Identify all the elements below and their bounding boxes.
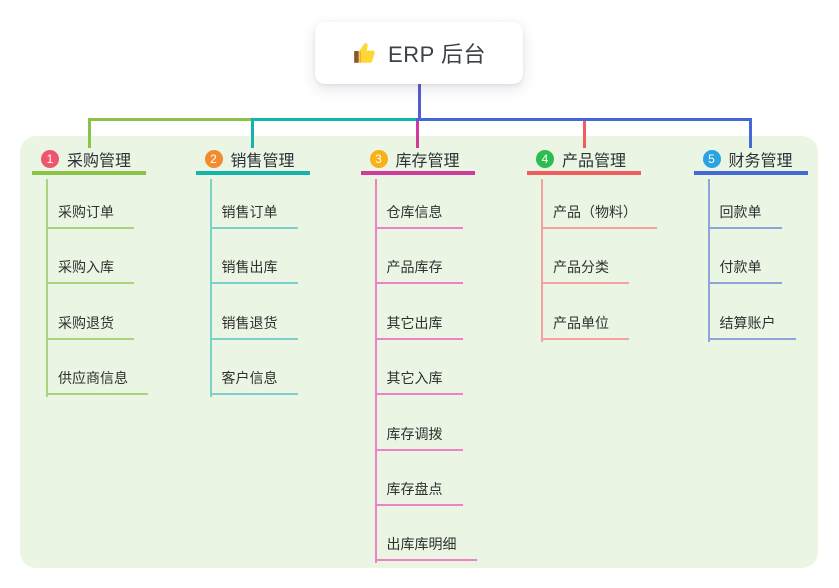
child-node[interactable]: 结算账户 — [707, 313, 796, 340]
branch-label: 产品管理 — [562, 153, 627, 170]
branch-node-1[interactable]: 1 采购管理 — [32, 147, 146, 175]
child-node[interactable]: 产品分类 — [541, 257, 629, 285]
child-node[interactable]: 采购订单 — [46, 202, 134, 229]
branch-badge-2: 2 — [204, 150, 223, 168]
child-node[interactable]: 销售退货 — [209, 313, 298, 340]
root-node[interactable]: ERP 后台 — [315, 22, 523, 84]
child-node[interactable]: 其它入库 — [374, 368, 463, 396]
thumbs-up-icon — [354, 43, 375, 63]
branch-node-3[interactable]: 3 库存管理 — [360, 147, 475, 175]
child-node[interactable]: 其它出库 — [374, 313, 463, 340]
branch-node-5[interactable]: 5 财务管理 — [693, 147, 808, 175]
child-node[interactable]: 客户信息 — [209, 368, 298, 396]
branch-2-bus-line — [251, 118, 419, 121]
branch-5-children-line — [707, 179, 710, 342]
branch-label: 销售管理 — [230, 153, 295, 170]
child-node[interactable]: 销售出库 — [209, 257, 298, 285]
branch-3-children-line — [374, 179, 377, 564]
branch-badge-1: 1 — [41, 150, 59, 168]
child-node[interactable]: 销售订单 — [209, 202, 298, 229]
branch-1-children-line — [46, 179, 48, 398]
branch-badge-4: 4 — [536, 150, 554, 168]
child-node[interactable]: 产品单位 — [541, 313, 629, 340]
branch-2-children-line — [209, 179, 212, 398]
branch-label: 财务管理 — [728, 153, 793, 170]
child-node[interactable]: 付款单 — [707, 257, 782, 285]
child-node[interactable]: 出库库明细 — [374, 534, 477, 562]
root-connector-line — [417, 84, 421, 121]
child-node[interactable]: 采购入库 — [46, 257, 134, 285]
branch-3-drop-line — [416, 118, 419, 148]
child-node[interactable]: 采购退货 — [46, 313, 134, 340]
branch-node-4[interactable]: 4 产品管理 — [527, 147, 641, 175]
child-node[interactable]: 产品库存 — [374, 257, 463, 285]
branch-badge-5: 5 — [702, 150, 721, 168]
background-panel — [20, 136, 818, 568]
branch-label: 采购管理 — [67, 153, 132, 170]
branch-node-2[interactable]: 2 销售管理 — [195, 147, 310, 175]
branch-4-children-line — [541, 179, 543, 342]
child-node[interactable]: 仓库信息 — [374, 202, 463, 229]
child-node[interactable]: 回款单 — [707, 202, 782, 229]
branch-5-bus-line — [416, 118, 752, 121]
branch-badge-3: 3 — [369, 150, 388, 168]
child-node[interactable]: 库存盘点 — [374, 479, 463, 506]
child-node[interactable]: 产品（物料） — [541, 202, 657, 229]
branch-5-drop-line — [749, 118, 752, 148]
branch-4-drop-line — [582, 118, 586, 148]
child-node[interactable]: 库存调拨 — [374, 424, 463, 451]
child-node[interactable]: 供应商信息 — [46, 368, 148, 396]
branch-label: 库存管理 — [395, 153, 460, 170]
branch-1-drop-line — [87, 118, 91, 148]
root-title: ERP 后台 — [388, 42, 486, 67]
branch-2-drop-line — [251, 118, 254, 148]
